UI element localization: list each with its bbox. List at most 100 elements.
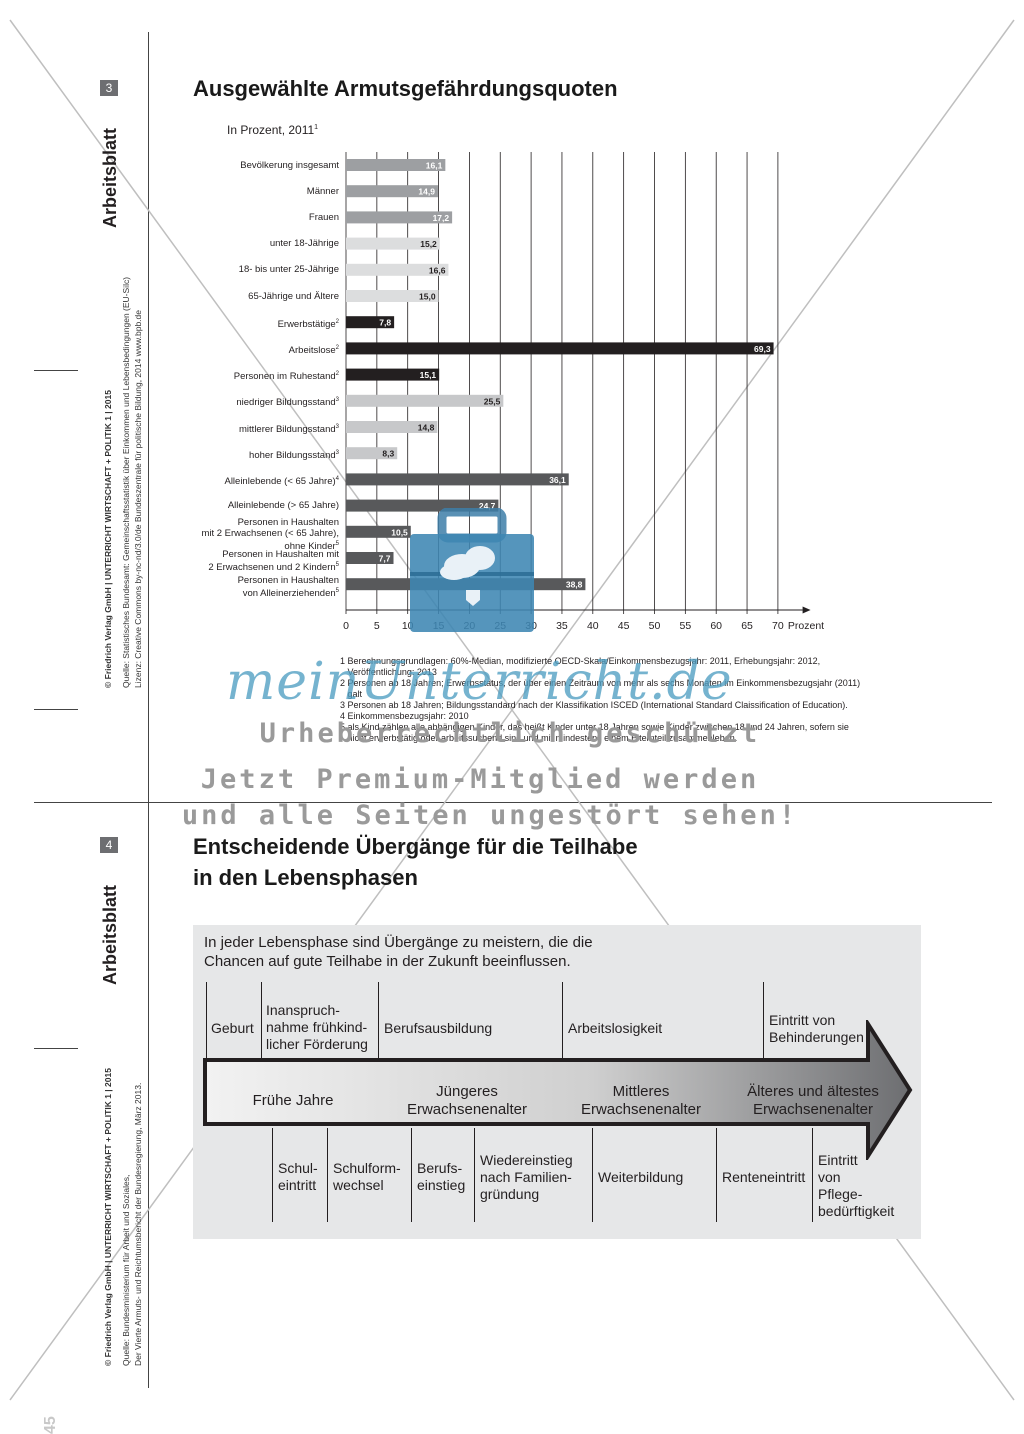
bar-value-label: 14,9 — [418, 187, 435, 197]
margin-tick — [34, 709, 78, 710]
category-label: Männer — [306, 185, 339, 197]
transition-label: Wiedereinstieg nach Familien- gründung — [480, 1152, 573, 1202]
category-label: niedriger Bildungsstand3 — [236, 397, 339, 409]
footnote: 5 als Kind zählen alle abhängigen Kinder… — [340, 722, 849, 732]
transition-tick — [716, 1128, 717, 1222]
watermark-line: und alle Seiten ungestört sehen! — [181, 800, 799, 831]
footnote: nicht erwerbstätig oder arbeitssuchend s… — [340, 733, 738, 743]
bar-value-label: 7,8 — [379, 318, 391, 328]
footnote: 3 Personen ab 18 Jahren; Bildungsstandar… — [340, 700, 848, 710]
axis-arrow-icon — [802, 606, 811, 614]
transition-tick — [411, 1128, 412, 1222]
transition-label: Berufs- einstieg — [417, 1160, 466, 1193]
transition-tick — [261, 982, 262, 1060]
tick-label: 65 — [741, 620, 753, 632]
bar — [346, 421, 438, 433]
life-phase: Frühe Jahre — [252, 1092, 334, 1109]
timeline-intro: In jeder Lebensphase sind Übergänge zu m… — [204, 934, 593, 970]
footnote: galt — [340, 689, 363, 699]
sidebar-label: Arbeitsblatt — [100, 884, 120, 985]
bar — [346, 185, 438, 198]
tick-label: 45 — [618, 620, 630, 632]
bar — [346, 394, 504, 407]
category-label: Arbeitslose2 — [288, 344, 339, 357]
watermark-line: Urheberrechtlich geschützt — [259, 718, 761, 749]
transition-label: Renteneintritt — [722, 1169, 806, 1185]
category-label: Erwerbstätige2 — [277, 318, 339, 330]
section-title: Entscheidende Übergänge für die Teilhabe — [193, 834, 638, 859]
bar — [346, 447, 398, 460]
x-axis-label: Prozent — [788, 620, 824, 632]
margin-tick — [34, 370, 78, 371]
section-number: 4 — [100, 837, 118, 853]
section-title: in den Lebensphasen — [193, 865, 418, 890]
section-number: 3 — [100, 80, 118, 96]
bar — [346, 263, 449, 276]
transition-label: Geburt — [211, 1020, 254, 1036]
copyright: © Friedrich Verlag GmbH | UNTERRICHT WIR… — [103, 1068, 113, 1366]
category-label: unter 18-Jährige — [269, 238, 339, 250]
license-line: Lizenz: Creative Commons by-nc-nd/3.0/de… — [133, 310, 143, 688]
life-phase: Älteres und ältestes Erwachsenenalter — [747, 1083, 879, 1118]
transition-label: Weiterbildung — [598, 1169, 684, 1185]
briefcase-logo-icon — [410, 508, 534, 632]
transition-tick — [327, 1128, 328, 1222]
transition-tick — [812, 1128, 813, 1222]
bar-value-label: 17,2 — [433, 213, 450, 223]
bar — [346, 342, 774, 355]
bar — [346, 159, 446, 171]
category-label: hoher Bildungsstand3 — [249, 449, 339, 461]
bar-value-label: 10,5 — [391, 527, 408, 537]
tick-label: 10 — [402, 620, 414, 632]
category-label: Alleinlebende (> 65 Jahre) — [227, 500, 339, 512]
transition-tick — [592, 1128, 593, 1222]
bar — [346, 525, 411, 538]
bar — [346, 316, 395, 329]
bar-value-label: 7,7 — [379, 554, 391, 564]
bar — [346, 368, 440, 381]
tick-label: 70 — [772, 620, 784, 632]
bar — [346, 211, 453, 224]
transition-label: Schul- eintritt — [278, 1160, 318, 1193]
section-divider — [34, 802, 992, 803]
bar-value-label: 69,3 — [754, 344, 771, 354]
category-label: Personen im Ruhestand2 — [233, 371, 339, 383]
transition-tick — [272, 1128, 273, 1222]
transition-tick — [206, 982, 207, 1060]
transition-label: Eintritt von Pflege- bedürftigkeit — [818, 1152, 895, 1219]
footnotes: 1 Berechnungsgrundlagen: 60%-Median, mod… — [340, 656, 900, 744]
left-margin-line — [148, 32, 149, 1388]
footnote: Veröffentlichung: 2013 — [340, 667, 437, 677]
transition-tick — [378, 982, 379, 1060]
bar — [346, 552, 394, 564]
source-line: Quelle: Statistisches Bundesamt: Gemeins… — [121, 276, 131, 688]
category-label: 18- bis unter 25-Jährige — [238, 264, 339, 276]
bar-value-label: 16,6 — [429, 265, 446, 275]
bar-value-label: 16,1 — [426, 161, 443, 171]
tick-label: 55 — [680, 620, 692, 632]
transition-tick — [562, 982, 563, 1060]
life-phase: Jüngeres Erwachsenenalter — [406, 1083, 528, 1118]
category-label: Frauen — [308, 211, 339, 223]
watermark-brand: meinUnterricht.de — [226, 652, 733, 712]
tick-label: 60 — [710, 620, 722, 632]
bar-value-label: 15,2 — [420, 239, 437, 249]
category-label: Bevölkerung insgesamt — [240, 159, 339, 171]
bar-value-label: 24,7 — [479, 501, 496, 511]
bar-value-label: 8,3 — [382, 449, 394, 459]
transition-label: Arbeitslosigkeit — [568, 1020, 663, 1036]
transition-label: Berufsausbildung — [384, 1020, 493, 1036]
category-label: 65-Jährige und Ältere — [248, 290, 339, 302]
tick-label: 0 — [343, 620, 349, 632]
transition-label: Eintritt von Behinderungen — [769, 1012, 864, 1045]
transition-label: Schulform- wechsel — [333, 1160, 401, 1193]
category-label: Alleinlebende (< 65 Jahre)4 — [224, 475, 339, 488]
source-line: Quelle: Bundesministerium für Arbeit und… — [121, 1174, 131, 1366]
bar-value-label: 36,1 — [549, 475, 566, 485]
bar — [346, 473, 569, 486]
transition-tick — [474, 1128, 475, 1222]
chart-subtitle: In Prozent, 20111 — [227, 123, 319, 137]
tick-label: 35 — [556, 620, 568, 632]
